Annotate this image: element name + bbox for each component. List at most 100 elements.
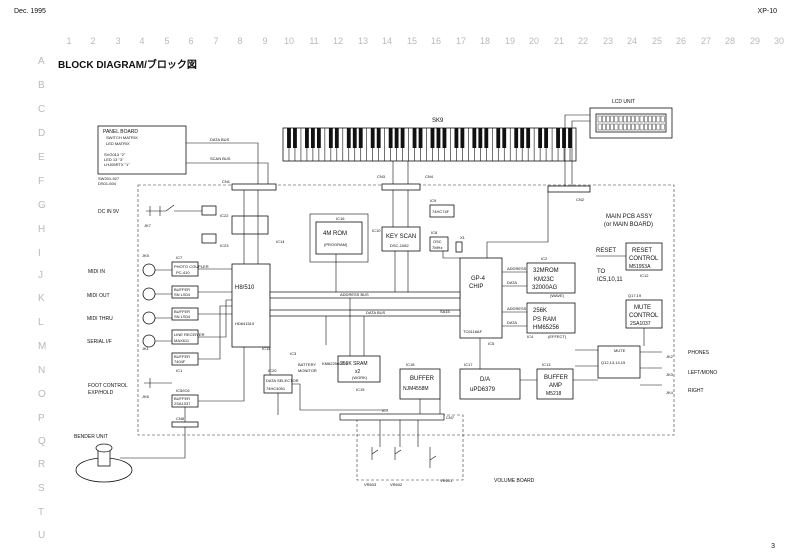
svg-text:TC6116AF: TC6116AF bbox=[463, 329, 483, 334]
cn2-label: CN2 bbox=[576, 197, 585, 202]
cpu-h8: H8/510 HD641510 bbox=[231, 263, 271, 348]
row-label: S bbox=[38, 483, 45, 494]
buffer-serial: BUFFER 7404F bbox=[171, 352, 199, 366]
black-key bbox=[418, 128, 423, 148]
black-key bbox=[562, 128, 566, 148]
ic2-label: IC2 bbox=[541, 256, 548, 261]
svg-text:DSC-1082: DSC-1082 bbox=[390, 243, 409, 248]
svg-text:LINE RECEIVER: LINE RECEIVER bbox=[174, 332, 205, 337]
ic9-flipflop bbox=[429, 204, 455, 218]
gp4-link bbox=[442, 192, 549, 259]
black-key bbox=[376, 128, 381, 148]
address-bus bbox=[269, 291, 461, 299]
svg-text:SWITCH MATRIX: SWITCH MATRIX bbox=[106, 135, 138, 140]
panel-parts-label: DS01-604 bbox=[98, 181, 117, 186]
lcd-cell bbox=[652, 115, 656, 123]
cn3-connector bbox=[381, 183, 421, 191]
row-label: G bbox=[38, 200, 46, 211]
column-label: 19 bbox=[504, 36, 515, 46]
svg-text:DATA SELECTOR: DATA SELECTOR bbox=[266, 378, 299, 383]
column-label: 14 bbox=[381, 36, 392, 46]
ic8-label: IC8 bbox=[431, 230, 438, 235]
column-label: 3 bbox=[115, 36, 121, 46]
column-label: 5 bbox=[164, 36, 170, 46]
lcd-cell bbox=[660, 123, 665, 131]
row-label: P bbox=[38, 413, 45, 424]
column-label: 15 bbox=[406, 36, 417, 46]
black-key bbox=[305, 128, 309, 148]
black-key bbox=[412, 128, 417, 148]
ic17-label: IC17 bbox=[464, 362, 473, 367]
effect-label: (EFFECT) bbox=[548, 334, 567, 339]
keyboard-label: SK9 bbox=[432, 118, 444, 124]
black-key bbox=[526, 128, 531, 148]
column-label: 21 bbox=[553, 36, 564, 46]
ic5-label: IC5 bbox=[488, 341, 495, 346]
column-label: 22 bbox=[577, 36, 588, 46]
lcd-unit bbox=[589, 107, 673, 139]
column-label: 25 bbox=[651, 36, 662, 46]
cn8-label: CN8 bbox=[176, 416, 185, 421]
lcd-cell bbox=[606, 115, 610, 123]
keyboard-link bbox=[392, 161, 409, 184]
column-label: 6 bbox=[188, 36, 194, 46]
svg-text:M5218: M5218 bbox=[546, 391, 562, 397]
bender-unit bbox=[75, 443, 133, 483]
jk1-label: JK1 bbox=[142, 346, 150, 351]
svg-text:(PROGRAM): (PROGRAM) bbox=[324, 242, 348, 247]
volume-pots bbox=[371, 447, 437, 468]
ic14-label: IC14 bbox=[276, 239, 285, 244]
program-rom: 4M ROM (PROGRAM) bbox=[315, 221, 363, 255]
cpu-bus bbox=[243, 190, 259, 264]
svg-text:32000AG: 32000AG bbox=[532, 285, 558, 291]
svg-text:PS RAM: PS RAM bbox=[533, 317, 556, 323]
svg-text:H8/510: H8/510 bbox=[235, 285, 255, 291]
wave-label: (WAVE) bbox=[550, 293, 565, 298]
left-mono-label: LEFT/MONO bbox=[688, 370, 717, 376]
svg-text:SN LS04: SN LS04 bbox=[174, 292, 191, 297]
rom-address-label: ADDRESS bbox=[507, 266, 527, 271]
jk7-label: JK7 bbox=[144, 223, 152, 228]
ic3-label: IC3 bbox=[290, 351, 297, 356]
serial-if-label: SERIAL I/F bbox=[87, 339, 112, 345]
lcd-cell bbox=[631, 115, 635, 123]
header-date: Dec. 1995 bbox=[14, 8, 46, 15]
black-key bbox=[556, 128, 560, 148]
buffer-midi-out: BUFFER SN LS04 bbox=[171, 285, 199, 299]
black-key bbox=[478, 128, 483, 148]
svg-text:SN LS04: SN LS04 bbox=[174, 314, 191, 319]
black-key bbox=[388, 128, 393, 148]
svg-text:SVG013 "2": SVG013 "2" bbox=[104, 152, 126, 157]
svg-text:BUFFER: BUFFER bbox=[174, 396, 190, 401]
jk5-label: JK5 bbox=[142, 253, 150, 258]
lcd-cell bbox=[644, 123, 648, 131]
work-sram: 256K SRAM x2 (WORK) bbox=[337, 355, 381, 383]
data-bus bbox=[269, 309, 461, 317]
svg-text:BATTERY: BATTERY bbox=[298, 362, 316, 367]
right-label: RIGHT bbox=[688, 388, 704, 394]
column-index: 1 2 3 4 5 6 7 8 9 10 11 12 13 14 15 16 1… bbox=[0, 36, 793, 48]
row-label: C bbox=[38, 104, 46, 115]
column-label: 27 bbox=[700, 36, 711, 46]
vr602-label: VR602 bbox=[390, 482, 403, 487]
ic7-links bbox=[379, 399, 441, 447]
lcd-cell bbox=[618, 115, 623, 123]
row-label: H bbox=[38, 224, 46, 235]
main-pcb-sublabel: (or MAIN BOARD) bbox=[604, 222, 653, 228]
cn2-connector-lcd bbox=[547, 185, 591, 193]
to-ics-label: IC5,10,11 bbox=[597, 277, 623, 283]
line-receiver: LINE RECEIVER MAX611 bbox=[171, 329, 205, 345]
ic7-photo-label: IC7 bbox=[176, 255, 183, 260]
svg-text:Q12,13,14,15: Q12,13,14,15 bbox=[601, 360, 626, 365]
ic13-label: IC13 bbox=[542, 362, 551, 367]
ic18-label: IC18 bbox=[406, 362, 415, 367]
svg-text:AMP: AMP bbox=[549, 383, 562, 389]
svg-text:PANEL BOARD: PANEL BOARD bbox=[103, 129, 138, 135]
keyboard bbox=[282, 127, 577, 162]
jk6-label: JK6 bbox=[142, 394, 150, 399]
black-key bbox=[394, 128, 399, 148]
foot-links bbox=[184, 347, 245, 422]
svg-text:BUFFER: BUFFER bbox=[544, 375, 569, 381]
column-label: 7 bbox=[213, 36, 219, 46]
ic10-label: IC10 bbox=[372, 228, 381, 233]
